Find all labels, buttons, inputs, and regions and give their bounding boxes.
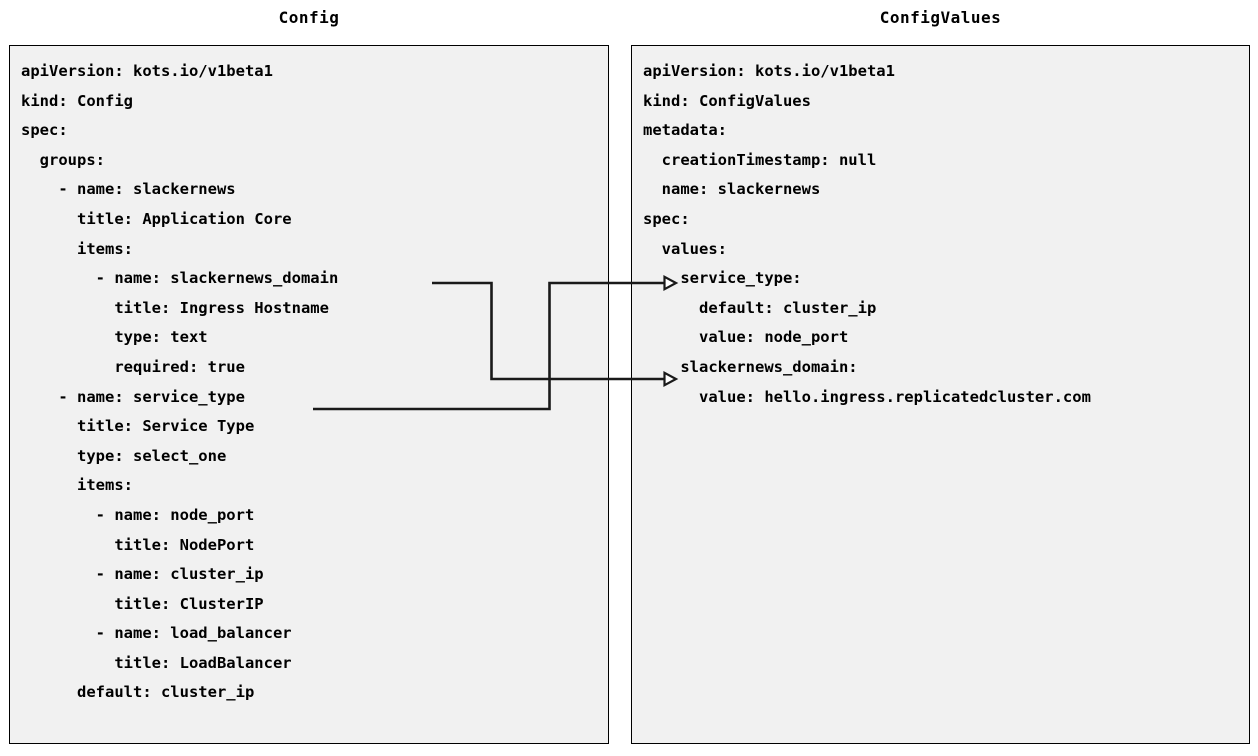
configvalues-yaml-line-11: value: hello.ingress.replicatedcluster.c… (643, 387, 1091, 406)
configvalues-yaml-line-6: values: (643, 239, 727, 258)
config-yaml-line-16: title: NodePort (21, 535, 255, 554)
config-yaml-line-6: items: (21, 239, 133, 258)
configvalues-yaml-line-9: value: node_port (643, 328, 849, 347)
config-yaml-line-13: type: select_one (21, 446, 227, 465)
configvalues-yaml-line-0: apiVersion: kots.io/v1beta1 (643, 62, 895, 80)
configvalues-yaml-line-7: service_type: (643, 269, 802, 288)
configvalues-yaml-line-3: creationTimestamp: null (643, 150, 877, 169)
config-yaml-line-20: title: LoadBalancer (21, 653, 292, 672)
config-yaml-line-7: - name: slackernews_domain (21, 269, 339, 288)
config-yaml-line-18: title: ClusterIP (21, 594, 264, 613)
config-yaml-line-10: required: true (21, 357, 245, 376)
config-yaml-line-15: - name: node_port (21, 505, 255, 524)
config-yaml-line-21: default: cluster_ip (21, 683, 255, 702)
configvalues-yaml-line-5: spec: (643, 209, 690, 228)
config-yaml-line-8: title: Ingress Hostname (21, 298, 329, 317)
config-yaml-panel: apiVersion: kots.io/v1beta1 kind: Config s… (9, 45, 609, 744)
config-yaml-line-3: groups: (21, 150, 105, 169)
config-yaml-line-2: spec: (21, 121, 68, 140)
config-yaml-line-1: kind: Config (21, 91, 133, 110)
config-yaml-line-17: - name: cluster_ip (21, 565, 264, 584)
config-yaml-line-5: title: Application Core (21, 209, 292, 228)
configvalues-yaml-code: apiVersion: kots.io/v1beta1 kind: ConfigV… (643, 57, 1245, 412)
column-title-config: Config (278, 8, 340, 27)
config-yaml-line-9: type: text (21, 328, 208, 347)
config-yaml-line-19: - name: load_balancer (21, 624, 292, 643)
configvalues-yaml-line-2: metadata: (643, 121, 727, 140)
config-yaml-code: apiVersion: kots.io/v1beta1 kind: Config s… (21, 57, 604, 708)
config-yaml-line-0: apiVersion: kots.io/v1beta1 (21, 62, 273, 80)
config-yaml-line-14: items: (21, 476, 133, 495)
configvalues-yaml-panel: apiVersion: kots.io/v1beta1 kind: ConfigV… (631, 45, 1250, 744)
configvalues-yaml-line-10: slackernews_domain: (643, 357, 858, 376)
configvalues-yaml-line-4: name: slackernews (643, 180, 821, 199)
configvalues-yaml-line-8: default: cluster_ip (643, 298, 877, 317)
config-yaml-line-11: - name: service_type (21, 387, 245, 406)
config-yaml-line-4: - name: slackernews (21, 180, 236, 199)
config-yaml-line-12: title: Service Type (21, 417, 255, 436)
column-title-configvalues: ConfigValues (879, 8, 1002, 27)
configvalues-yaml-line-1: kind: ConfigValues (643, 91, 811, 110)
